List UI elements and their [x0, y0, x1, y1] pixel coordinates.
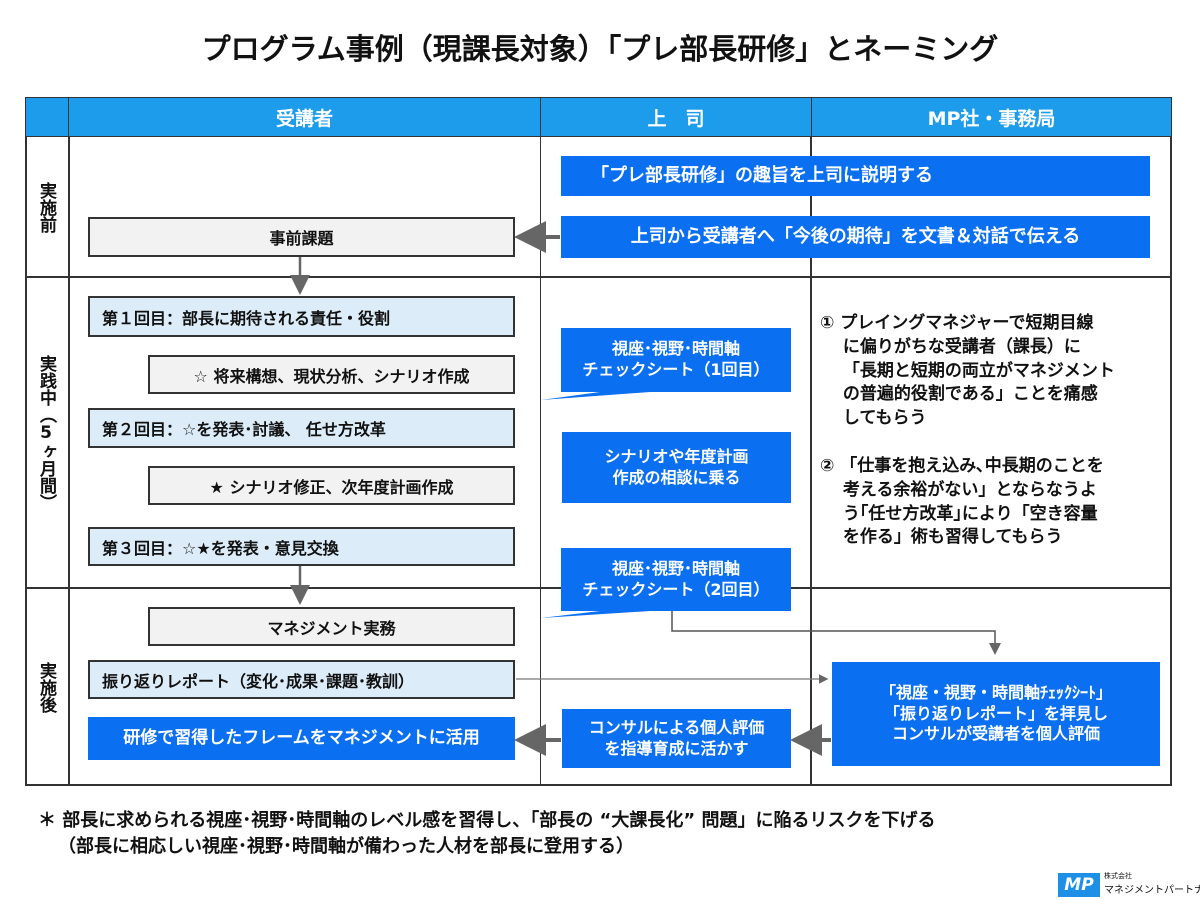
header-mp: MP社・事務局 [811, 97, 1172, 137]
check2-box: 視座･視野･時間軸 チェックシート（2回目） [561, 548, 791, 611]
arrow-check2-to-review [671, 611, 1001, 655]
mp-note-2: ② 「仕事を抱え込み､中長期のことを 考える余裕がない」とならなうよ う｢任せ方… [820, 456, 1104, 548]
consult-box: シナリオや年度計画 作成の相談に乗る [562, 432, 791, 503]
divider [25, 276, 1172, 278]
session2-box: 第２回目：☆を発表･討議、 任せ方改革 [88, 408, 515, 448]
report-box: 振り返りレポート（変化･成果･課題･教訓） [88, 660, 515, 699]
explain-box: 「プレ部長研修」の趣旨を上司に説明する [561, 156, 1150, 196]
footnote-line2: （部長に相応しい視座･視野･時間軸が備わった人材を部長に登用する） [58, 836, 634, 857]
check1-box: 視座･視野･時間軸 チェックシート（1回目） [561, 328, 791, 392]
divider [540, 137, 541, 786]
row-label-during: 実践中（5ヶ月間） [36, 354, 56, 511]
company-logo: MP 株式会社 マネジメントパートナー [1058, 871, 1200, 899]
expect-box: 上司から受講者へ「今後の期待」を文書＆対話で伝える [561, 216, 1150, 258]
footnote-line1: ＊ 部長に求められる視座･視野･時間軸のレベル感を習得し、「部長の “大課長化”… [38, 810, 936, 831]
divider [810, 137, 812, 786]
session1-box: 第１回目：部長に期待される責任・役割 [88, 296, 515, 337]
review-box: 「視座・視野・時間軸ﾁｪｯｸｼｰﾄ」 「振り返りレポート」を拝見し コンサルが受… [832, 662, 1160, 766]
logo-company-small: 株式会社 [1104, 872, 1132, 880]
row-label-after: 実施後 [36, 661, 56, 713]
apply-box: 研修で習得したフレームをマネジメントに活用 [88, 717, 515, 760]
divider [68, 137, 70, 786]
task2-box: ★ シナリオ修正、次年度計画作成 [148, 466, 515, 505]
pre-task-box: 事前課題 [88, 217, 515, 257]
logo-company: マネジメントパートナー [1104, 885, 1200, 896]
page-title: プログラム事例（現課長対象）「プレ部長研修」とネーミング [201, 32, 999, 66]
logo-mark: MP [1058, 873, 1100, 897]
header-corner [25, 97, 69, 137]
callout-tail [541, 392, 650, 400]
header-trainee: 受講者 [68, 97, 541, 137]
practice-box: マネジメント実務 [148, 607, 515, 646]
mp-note-1: ① プレイングマネジャーで短期目線 に偏りがちな受講者（課長）に 「長期と短期の… [820, 313, 1115, 429]
row-label-before: 実施前 [36, 181, 56, 233]
callout-tail [541, 611, 650, 618]
task1-box: ☆ 将来構想、現状分析、シナリオ作成 [148, 355, 515, 394]
session3-box: 第３回目：☆★を発表・意見交換 [88, 527, 515, 566]
evaluate-box: コンサルによる個人評価 を指導育成に活かす [562, 709, 791, 768]
header-boss: 上 司 [540, 97, 812, 137]
